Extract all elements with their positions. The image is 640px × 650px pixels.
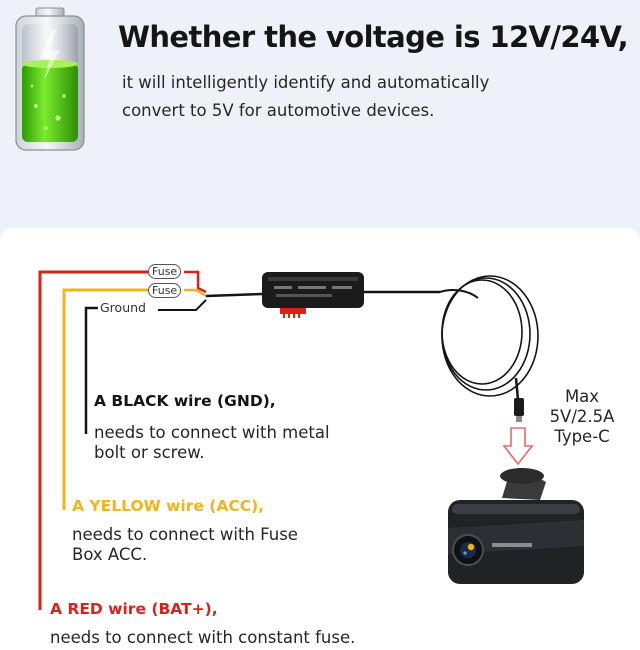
subline-2: convert to 5V for automotive devices. xyxy=(122,101,435,120)
black-wire xyxy=(84,306,98,434)
spec-line-max: Max xyxy=(564,387,600,406)
down-arrow-icon xyxy=(502,427,534,466)
yellow-wire-desc-1: needs to connect with Fuse xyxy=(72,525,298,544)
spec-line-rating: 5V/2.5A xyxy=(549,407,615,426)
yellow-wire xyxy=(62,288,150,510)
type-c-plug-icon xyxy=(514,398,524,416)
yellow-wire-desc-2: Box ACC. xyxy=(72,545,148,564)
fuse-tag-red: Fuse xyxy=(148,264,182,279)
red-wire-title: A RED wire (BAT+), xyxy=(50,600,218,618)
spec-line-connector: Type-C xyxy=(554,427,610,446)
black-wire-desc-2: bolt or screw. xyxy=(94,443,205,462)
converter-module-icon xyxy=(262,272,364,318)
fuse-tag-yellow: Fuse xyxy=(148,283,182,298)
red-wire-desc: needs to connect with constant fuse. xyxy=(50,628,356,647)
coiled-cable-icon xyxy=(441,275,539,397)
black-wire-title: A BLACK wire (GND), xyxy=(94,392,276,410)
black-wire-desc-1: needs to connect with metal xyxy=(94,423,330,442)
wiring-diagram xyxy=(38,270,584,610)
dash-cam-icon xyxy=(448,468,584,584)
output-spec: Max 5V/2.5A Type-C xyxy=(540,387,624,447)
ground-label: Ground xyxy=(100,300,146,315)
red-wire xyxy=(38,270,150,610)
battery-icon xyxy=(15,7,85,151)
headline: Whether the voltage is 12V/24V, xyxy=(118,20,629,54)
yellow-wire-title: A YELLOW wire (ACC), xyxy=(72,497,265,515)
subline-1: it will intelligently identify and autom… xyxy=(122,73,490,92)
